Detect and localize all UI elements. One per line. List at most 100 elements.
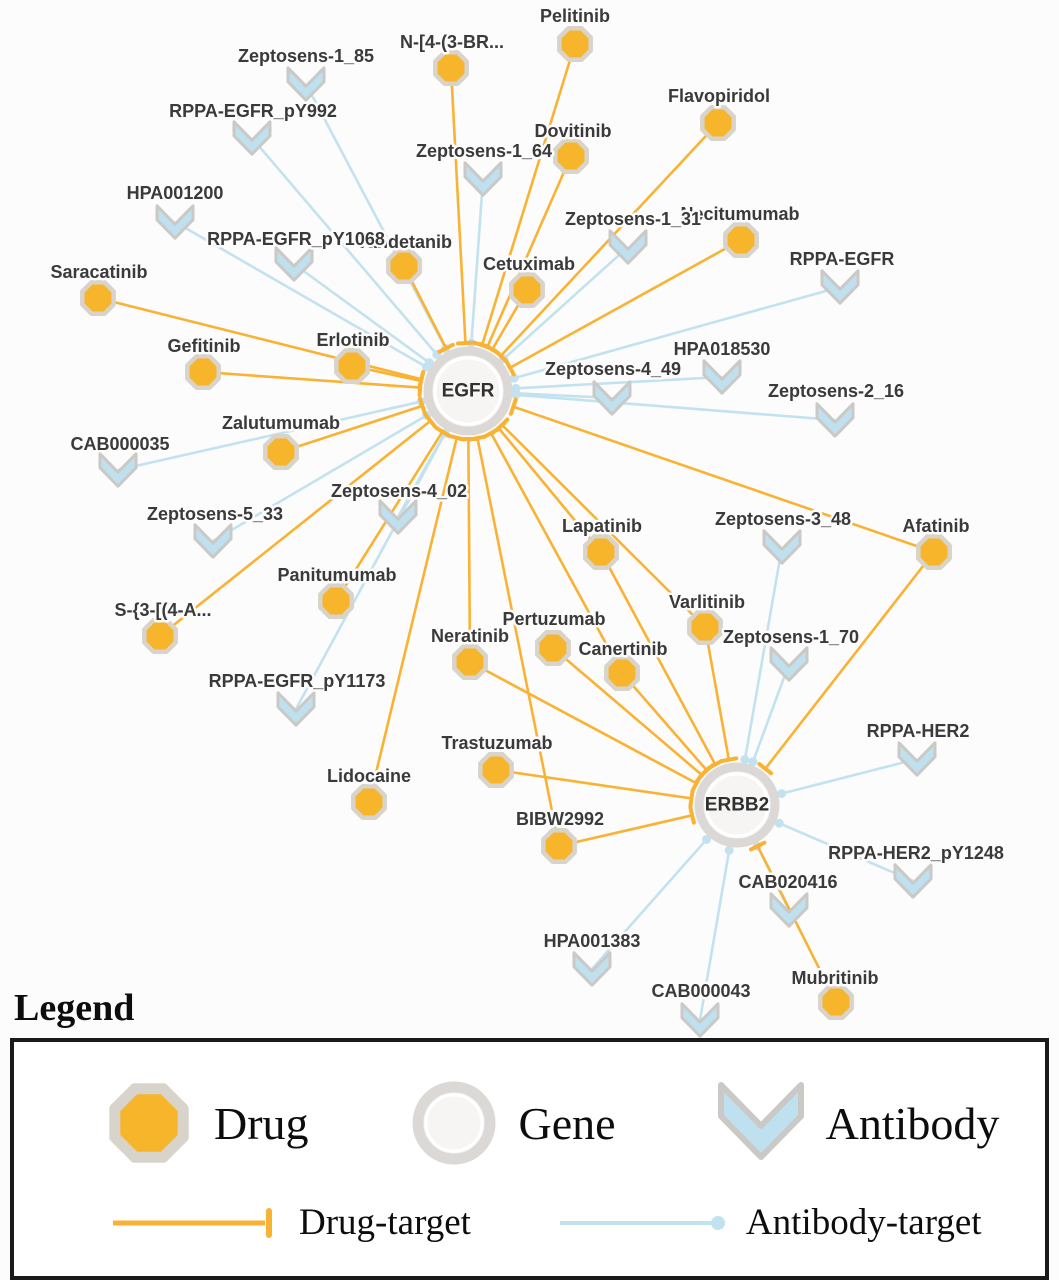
antibody-target-edge-zeptosens-1-70-erbb2 xyxy=(748,663,791,767)
drug-target-edge-canertinib-erbb2 xyxy=(621,672,715,778)
antibody-node-cab020416[interactable] xyxy=(769,892,809,928)
drug-target-edge-mubritinib-erbb2 xyxy=(748,840,838,1003)
antibody-label-hpa001200: HPA001200 xyxy=(127,183,224,203)
drug-node-cetuximab[interactable] xyxy=(509,272,545,308)
antibody-node-hpa001383[interactable] xyxy=(572,951,612,987)
antibody-label-rppa-egfr: RPPA-EGFR xyxy=(790,249,895,269)
drug-node-lapatinib[interactable] xyxy=(583,534,619,570)
antibody-target-edge-rppa-her2-py1248-erbb2 xyxy=(774,818,914,883)
antibody-label-zeptosens-4-49: Zeptosens-4_49 xyxy=(545,359,681,379)
drug-label-neratinib: Neratinib xyxy=(431,626,509,646)
antibody-label-cab000043: CAB000043 xyxy=(651,981,750,1001)
drug-node-dovitinib[interactable] xyxy=(553,138,589,174)
drug-node-canertinib[interactable] xyxy=(604,655,640,691)
antibody-target-edge-zeptosens-3-48-erbb2 xyxy=(740,546,784,765)
drug-label-saracatinib: Saracatinib xyxy=(50,262,147,282)
drug-node-erlotinib[interactable] xyxy=(334,348,370,384)
antibody-node-zeptosens-1-70[interactable] xyxy=(769,646,809,682)
drug-node-trastuzumab[interactable] xyxy=(478,752,514,788)
legend-label-antibody-target: Antibody-target xyxy=(745,1202,982,1244)
antibody-node-rppa-her2-py1248[interactable] xyxy=(893,863,933,899)
drug-target-edge-trastuzumab-erbb2 xyxy=(495,768,695,808)
drug-label-trastuzumab: Trastuzumab xyxy=(441,733,552,753)
antibody-node-rppa-egfr-py992[interactable] xyxy=(232,120,272,156)
drug-target-edge-n-4-3-br-egfr xyxy=(449,67,475,346)
drug-target-edge-canertinib-egfr xyxy=(482,427,624,674)
antibody-target-edge-cab000043-erbb2 xyxy=(698,845,734,1021)
drug-target-edge-s-3-4-a-egfr xyxy=(159,413,438,638)
drug-node-n-4-3-br[interactable] xyxy=(433,50,469,86)
legend-label-antibody: Antibody xyxy=(825,1097,1000,1149)
drug-label-vandetanib: Vandetanib xyxy=(356,232,452,252)
antibody-node-zeptosens-4-02[interactable] xyxy=(378,499,418,535)
antibody-label-zeptosens-1-85: Zeptosens-1_85 xyxy=(238,46,374,66)
drug-node-pelitinib[interactable] xyxy=(557,26,593,62)
antibody-node-zeptosens-1-64[interactable] xyxy=(463,161,503,197)
drug-node-pertuzumab[interactable] xyxy=(535,630,571,666)
drug-label-afatinib: Afatinib xyxy=(903,516,970,536)
antibody-node-zeptosens-5-33[interactable] xyxy=(193,523,233,559)
drug-target-edge-necitumumab-egfr xyxy=(504,238,742,377)
drug-node-panitumumab[interactable] xyxy=(318,583,354,619)
antibody-node-rppa-egfr[interactable] xyxy=(820,269,860,305)
drug-target-edge-zalutumumab-egfr xyxy=(280,396,427,454)
legend-item-antibody-target: Antibody-target xyxy=(556,1201,982,1244)
antibody-target-edge-icon xyxy=(559,1215,725,1230)
antibody-node-zeptosens-2-16[interactable] xyxy=(815,402,855,438)
drug-label-n-4-3-br: N-[4-(3-BR... xyxy=(400,32,504,52)
drug-target-edge-icon xyxy=(113,1207,272,1238)
legend-title: Legend xyxy=(14,987,135,1029)
drug-node-mubritinib[interactable] xyxy=(818,984,854,1020)
antibody-label-rppa-her2-py1248: RPPA-HER2_pY1248 xyxy=(828,843,1004,863)
drug-target-edge-gefitinib-egfr xyxy=(202,370,423,398)
antibody-node-cab000035[interactable] xyxy=(98,452,138,488)
antibody-node-zeptosens-1-31[interactable] xyxy=(608,229,648,265)
drug-node-varlitinib[interactable] xyxy=(687,609,723,645)
legend-box: Drug Gene Antibody Drug-target xyxy=(10,1037,1049,1280)
drug-node-icon xyxy=(109,1083,189,1164)
drug-node-flavopiridol[interactable] xyxy=(700,105,736,141)
antibody-node-hpa018530[interactable] xyxy=(702,359,742,395)
antibody-node-rppa-egfr-py1173[interactable] xyxy=(276,691,316,727)
drug-node-zalutumumab[interactable] xyxy=(263,434,299,470)
legend-item-antibody: Antibody xyxy=(711,1076,1000,1171)
drug-label-dovitinib: Dovitinib xyxy=(535,121,612,141)
drug-node-neratinib[interactable] xyxy=(452,644,488,680)
antibody-label-rppa-her2: RPPA-HER2 xyxy=(867,721,970,741)
drug-label-cetuximab: Cetuximab xyxy=(483,254,575,274)
drug-node-gefitinib[interactable] xyxy=(185,354,221,390)
drug-label-panitumumab: Panitumumab xyxy=(277,565,396,585)
drug-node-afatinib[interactable] xyxy=(916,534,952,570)
drug-node-lidocaine[interactable] xyxy=(351,784,387,820)
antibody-node-zeptosens-3-48[interactable] xyxy=(762,529,802,565)
gene-label-erbb2: ERBB2 xyxy=(705,795,769,816)
antibody-label-rppa-egfr-py992: RPPA-EGFR_pY992 xyxy=(169,101,337,121)
antibody-node-rppa-her2[interactable] xyxy=(897,741,937,777)
antibody-label-zeptosens-3-48: Zeptosens-3_48 xyxy=(715,509,851,529)
drug-node-s-3-4-a[interactable] xyxy=(142,618,178,654)
drug-label-varlitinib: Varlitinib xyxy=(669,592,745,612)
antibody-label-zeptosens-2-16: Zeptosens-2_16 xyxy=(768,381,904,401)
drug-label-zalutumumab: Zalutumumab xyxy=(222,413,340,433)
antibody-node-cab000043[interactable] xyxy=(680,1002,720,1038)
drug-node-bibw2992[interactable] xyxy=(541,828,577,864)
drug-label-necitumumab: Necitumumab xyxy=(680,204,799,224)
drug-target-edge-varlitinib-erbb2 xyxy=(703,626,739,764)
drug-node-necitumumab[interactable] xyxy=(723,222,759,258)
antibody-node-zeptosens-4-49[interactable] xyxy=(592,380,632,416)
drug-node-vandetanib[interactable] xyxy=(386,248,422,284)
antibody-label-rppa-egfr-py1173: RPPA-EGFR_pY1173 xyxy=(209,671,386,691)
gene-node-egfr[interactable] xyxy=(423,346,513,436)
legend-item-gene: Gene xyxy=(404,1073,616,1173)
antibody-node-zeptosens-1-85[interactable] xyxy=(286,66,326,102)
gene-node-erbb2[interactable] xyxy=(694,762,780,848)
legend-label-drug: Drug xyxy=(214,1097,309,1149)
antibody-label-rppa-egfr-py1068: RPPA-EGFR_pY1068 xyxy=(207,229,385,249)
drug-label-lidocaine: Lidocaine xyxy=(327,766,411,786)
drug-label-s-3-4-a: S-{3-[(4-A... xyxy=(114,600,211,620)
drug-node-saracatinib[interactable] xyxy=(80,280,116,316)
antibody-node-rppa-egfr-py1068[interactable] xyxy=(274,246,314,282)
antibody-node-hpa001200[interactable] xyxy=(155,204,195,240)
